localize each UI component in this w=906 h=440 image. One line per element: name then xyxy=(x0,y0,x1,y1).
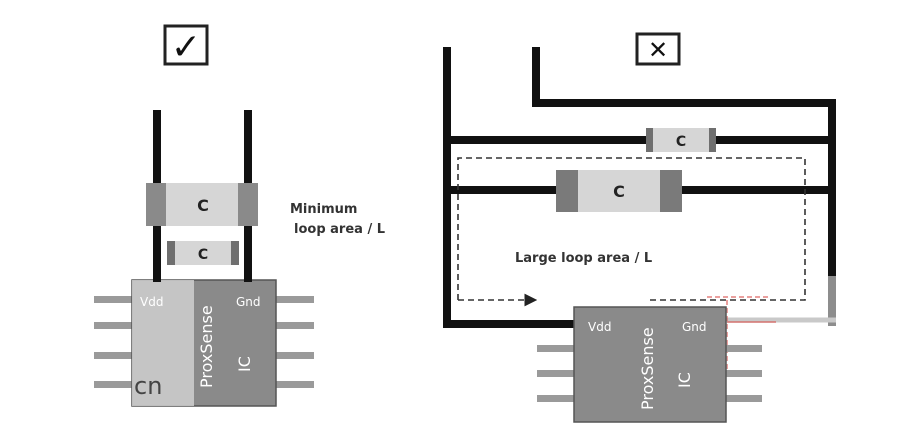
capacitor-plate xyxy=(660,170,682,212)
capacitor-body xyxy=(167,241,239,265)
left-capacitor-large: C xyxy=(146,183,258,226)
cross-icon: ✕ xyxy=(648,36,668,64)
left-capacitor-small: C xyxy=(167,241,239,265)
capacitor-plate xyxy=(238,183,258,226)
right-capacitor-large: C xyxy=(556,170,682,212)
left-ic-corner-text: cn xyxy=(134,372,162,400)
capacitor-label: C xyxy=(676,134,686,150)
ic-pin xyxy=(94,381,132,388)
capacitor-plate xyxy=(231,241,239,265)
capacitor-plate xyxy=(556,170,578,212)
right-ic-vdd-label: Vdd xyxy=(588,320,611,334)
ic-pin xyxy=(94,352,132,359)
ic-pin xyxy=(276,322,314,329)
right-verdict-checkbox: ✕ xyxy=(635,32,681,66)
min-loop-note-line2: loop area / L xyxy=(294,222,385,237)
ic-pin xyxy=(94,322,132,329)
left-ic-gnd-label: Gnd xyxy=(236,295,261,309)
left-ic-pins-right xyxy=(276,296,314,388)
right-red-traces xyxy=(707,296,776,372)
ic-pin xyxy=(726,370,762,377)
right-ic-name-suffix: IC xyxy=(675,372,694,388)
left-ic-name: ProxSense xyxy=(197,305,216,388)
check-icon: ✓ xyxy=(171,27,201,68)
right-capacitor-small: C xyxy=(646,128,716,152)
left-ic-highlight xyxy=(132,280,194,406)
ic-pin xyxy=(276,352,314,359)
ic-pin xyxy=(276,381,314,388)
left-panel: ✓ C xyxy=(94,24,385,407)
ic-pin xyxy=(726,345,762,352)
ic-pin xyxy=(94,296,132,303)
right-ic-name: ProxSense xyxy=(638,327,657,410)
right-ic-pins-right xyxy=(726,345,762,402)
loop-dashed-line xyxy=(457,157,806,301)
right-verdict-box xyxy=(635,32,681,66)
left-verdict-box xyxy=(163,24,209,66)
capacitor-body xyxy=(646,128,716,152)
capacitor-plate xyxy=(709,128,716,152)
left-ic-pins-left xyxy=(94,296,132,388)
left-ic-vdd-label: Vdd xyxy=(140,295,163,309)
min-loop-note-line1: Minimum xyxy=(290,202,357,217)
capacitor-label: C xyxy=(197,196,209,215)
capacitor-label: C xyxy=(198,247,208,263)
capacitor-plate xyxy=(646,128,653,152)
ic-pin xyxy=(276,296,314,303)
ic-pin xyxy=(537,370,574,377)
ic-pin xyxy=(726,395,762,402)
right-ic-pins-left xyxy=(537,345,574,402)
right-ic-gnd-label: Gnd xyxy=(682,320,707,334)
ic-pin xyxy=(537,345,574,352)
left-verdict-checkbox: ✓ xyxy=(163,24,209,68)
ic-pin xyxy=(537,395,574,402)
capacitor-plate xyxy=(146,183,166,226)
right-ic-body xyxy=(573,306,727,423)
capacitor-plate xyxy=(167,241,175,265)
right-panel: ✕ C C xyxy=(443,32,836,423)
large-loop-note: Large loop area / L xyxy=(515,251,652,266)
left-ic-name-suffix: IC xyxy=(235,356,254,372)
capacitor-label: C xyxy=(613,182,625,201)
large-loop-path xyxy=(457,157,806,307)
